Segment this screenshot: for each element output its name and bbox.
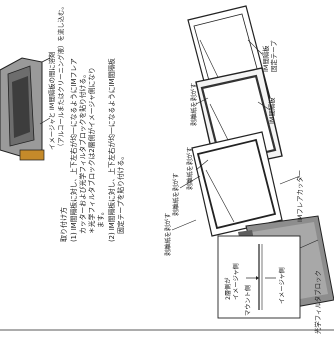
label-peel-3: 剥離紙を剥がす: [172, 173, 180, 216]
step1-line3: ＊光学フィルタブロックは2層側がイメージャ側になり: [87, 67, 96, 234]
label-spacer: IM間隔板: [267, 97, 276, 124]
inset-mount-side: マウント側: [244, 285, 252, 316]
leader-lines: [171, 39, 319, 249]
label-tape-2: 固定テープ: [269, 40, 278, 72]
camera-body-illustration: [0, 57, 51, 161]
label-tape-1: IM間隔板: [261, 45, 270, 72]
step1-line2: カッターおよび光学フィルタブロックを貼り付ける。: [78, 71, 87, 234]
label-peel-1: 剥離紙を剥がす: [190, 83, 198, 126]
label-peel-2: 剥離紙を剥がす: [186, 147, 194, 190]
instructions-title: 取り付け方: [59, 207, 68, 242]
inset-two-layer: 2層側が: [224, 277, 232, 300]
alcohol-note-line1: イメージャと IM間隔板の間に溶剤: [47, 52, 56, 150]
inset-imager-side-top: イメージャ側: [232, 263, 240, 300]
step2-line2: 固定テープを貼り付ける。: [116, 153, 125, 234]
step1-line1: (1) IM間隔板に対し、上下左右が均一になるようにIMフレア: [69, 58, 78, 242]
label-flare-cutter: IMフレアカッター: [295, 170, 304, 222]
inset-detail: 2層側が イメージャ側 マウント側 イメージャ側: [217, 235, 301, 319]
step2-line1: (2) IM間隔板に対し、上下左右が均一になるようにIM間隔板: [107, 58, 116, 242]
instructions: 取り付け方 (1) IM間隔板に対し、上下左右が均一になるようにIMフレア カッ…: [59, 58, 125, 242]
flare-cutter-layer: [191, 131, 283, 237]
label-peel-4: 剥離紙を剥がす: [164, 213, 172, 256]
inset-imager-side: イメージャ側: [278, 267, 286, 304]
alcohol-note-line2: （アルコールまたはクリーニング液）を流し込む。: [56, 3, 65, 150]
step1-line4: ます。: [97, 208, 105, 228]
label-filter-block: 光学フィルタブロック: [313, 270, 322, 334]
